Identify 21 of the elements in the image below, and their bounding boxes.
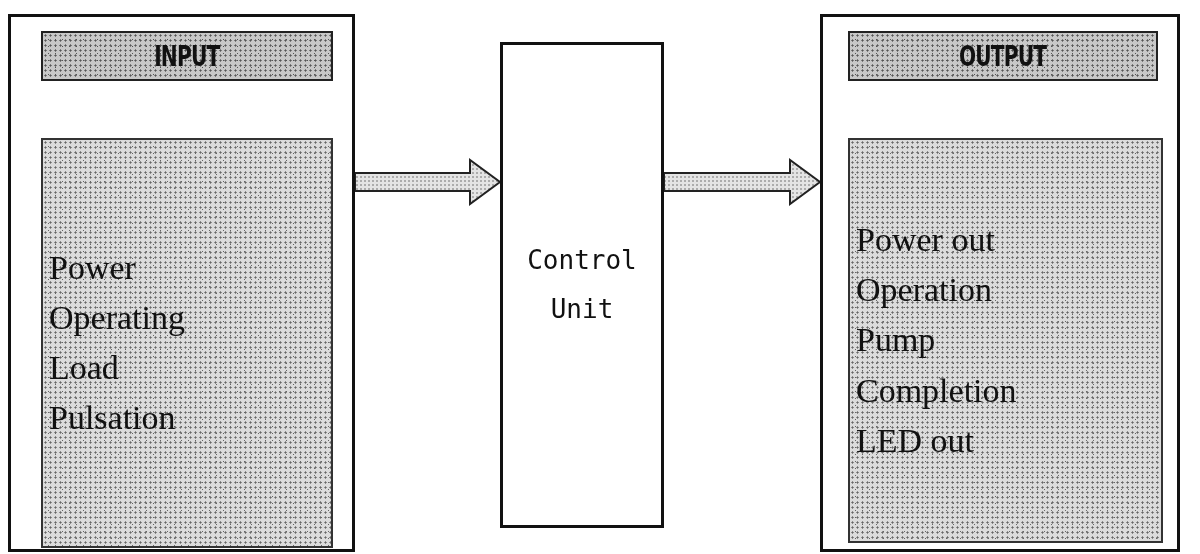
block-arrow [663, 158, 822, 206]
list-item: Pulsation [49, 398, 177, 439]
list-item: Completion [856, 370, 1018, 411]
list-item: Operating [49, 297, 186, 338]
process-box [500, 42, 664, 528]
header-box [41, 31, 333, 81]
list-item: Load [49, 348, 120, 388]
list-panel [848, 138, 1163, 543]
list-item: LED out [856, 420, 976, 461]
heading: OUTPUT [959, 39, 1047, 73]
list-item: Power out [856, 220, 996, 261]
header-box [848, 31, 1158, 81]
list-item: Pump [856, 320, 937, 361]
list-item: Operation [856, 270, 993, 311]
list-item: Power [49, 247, 137, 288]
unit-label: Control Unit [526, 243, 638, 326]
list-panel [41, 138, 333, 548]
block-arrow [354, 158, 502, 206]
panel-frame [8, 14, 355, 552]
heading: INPUT [154, 39, 220, 73]
panel-frame [820, 14, 1180, 552]
